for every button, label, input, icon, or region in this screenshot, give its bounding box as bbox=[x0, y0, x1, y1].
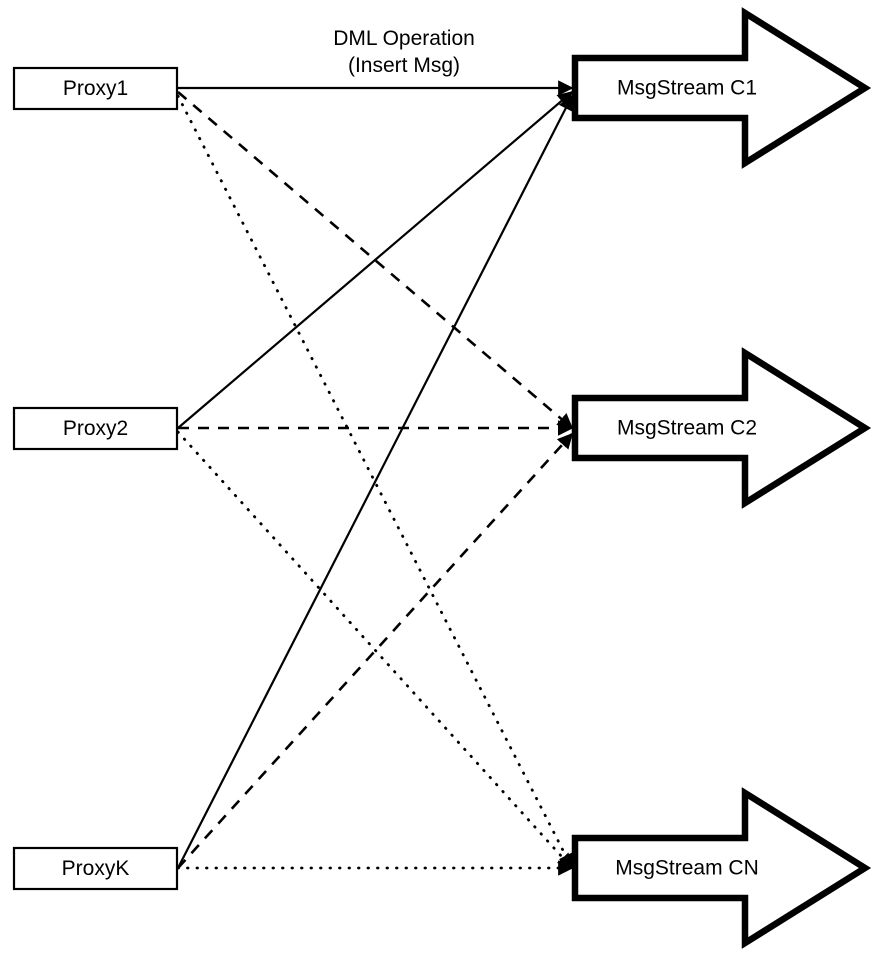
edge-proxy2-to-stream-c1 bbox=[177, 91, 574, 429]
proxy1-label: Proxy1 bbox=[63, 77, 128, 100]
proxy1-box bbox=[12, 66, 179, 111]
msgstream-c2-arrow-shape bbox=[571, 347, 872, 509]
msgstream-cn-arrow-shape bbox=[571, 787, 872, 949]
stream-node-msgstream-cn[interactable]: MsgStream CN bbox=[571, 787, 872, 949]
edge-label-line-2: (Insert Msg) bbox=[348, 54, 460, 77]
edge-proxy1-to-stream-cn bbox=[176, 94, 574, 870]
stream-group: MsgStream C1 MsgStream C2 MsgStream CN bbox=[571, 7, 872, 949]
proxy-node-proxy2[interactable]: Proxy2 bbox=[12, 406, 179, 451]
stream-node-msgstream-c1[interactable]: MsgStream C1 bbox=[571, 7, 872, 169]
proxy2-box bbox=[12, 406, 179, 451]
proxy-node-proxy1[interactable]: Proxy1 bbox=[12, 66, 179, 111]
proxy2-label: Proxy2 bbox=[63, 417, 128, 440]
proxyk-label: ProxyK bbox=[62, 857, 130, 880]
proxyk-box bbox=[12, 846, 179, 891]
edge-label-line-1: DML Operation bbox=[333, 27, 475, 50]
stream-node-msgstream-c2[interactable]: MsgStream C2 bbox=[571, 347, 872, 509]
edge-group bbox=[176, 80, 574, 876]
edge-proxy2-to-stream-cn bbox=[176, 430, 574, 870]
proxy-node-proxyk[interactable]: ProxyK bbox=[12, 846, 179, 891]
msgstream-cn-label: MsgStream CN bbox=[615, 857, 759, 880]
edge-proxyk-to-stream-c1 bbox=[177, 94, 573, 869]
edge-label-dml-operation: DML Operation (Insert Msg) bbox=[333, 27, 475, 77]
proxy-group: Proxy1 Proxy2 ProxyK bbox=[12, 66, 179, 891]
edge-proxyk-to-stream-c2 bbox=[177, 432, 574, 869]
edge-proxy1-to-stream-c2 bbox=[177, 91, 574, 430]
msgstream-c1-arrow-shape bbox=[571, 7, 872, 169]
msgstream-c2-label: MsgStream C2 bbox=[617, 417, 757, 440]
msgstream-c1-label: MsgStream C1 bbox=[617, 77, 757, 100]
